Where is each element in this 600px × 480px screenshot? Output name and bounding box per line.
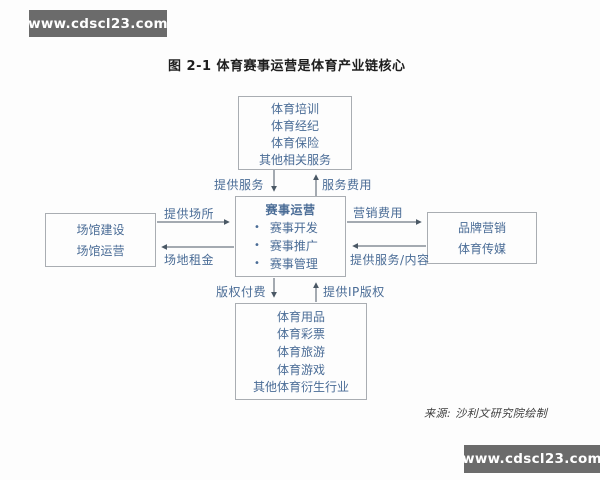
related-services-box: 体育培训 体育经纪 体育保险 其他相关服务: [238, 96, 352, 170]
label-service-fee: 服务费用: [322, 178, 373, 192]
watermark-badge-bottom: www.cdscl23.com: [462, 445, 600, 473]
label-provide-ip: 提供IP版权: [323, 285, 385, 299]
watermark-badge-top: www.cdscl23.com: [28, 10, 168, 37]
bullet-icon: •: [254, 257, 260, 269]
box-item: 其他相关服务: [258, 153, 331, 167]
bullet-icon: •: [254, 239, 260, 251]
box-item-label: 赛事开发: [269, 221, 318, 235]
source-note: 来源: 沙利文研究院绘制: [424, 407, 548, 420]
box-item: • 赛事开发: [238, 219, 343, 236]
label-venue-rent: 场地租金: [164, 253, 215, 267]
box-item: • 赛事推广: [238, 237, 343, 254]
box-item: 体育传媒: [457, 241, 506, 256]
box-item: 体育用品: [276, 309, 325, 324]
box-item: • 赛事管理: [238, 255, 343, 272]
marketing-media-box: 品牌营销 体育传媒: [427, 212, 537, 264]
derivative-industries-box: 体育用品 体育彩票 体育旅游 体育游戏 其他体育衍生行业: [235, 303, 367, 400]
event-operation-title: 赛事运营: [265, 203, 316, 217]
box-item: 体育经纪: [270, 119, 319, 133]
label-provide-service-content: 提供服务/内容: [350, 253, 430, 267]
watermark-text: www.cdscl23.com: [462, 451, 600, 467]
label-marketing-fee: 营销费用: [353, 206, 404, 220]
box-item: 体育培训: [270, 102, 319, 116]
box-item: 场馆建设: [76, 223, 125, 237]
box-item: 场馆运营: [76, 244, 125, 258]
box-item-label: 赛事管理: [269, 257, 318, 271]
box-item: 体育保险: [270, 136, 319, 150]
figure-title: 图 2-1 体育赛事运营是体育产业链核心: [168, 59, 406, 74]
label-copyright-fee: 版权付费: [216, 285, 267, 299]
venue-box: 场馆建设 场馆运营: [45, 213, 156, 267]
event-operation-box: 赛事运营 • 赛事开发 • 赛事推广 • 赛事管理: [235, 196, 346, 277]
box-item: 其他体育衍生行业: [252, 380, 349, 395]
box-item: 体育旅游: [276, 344, 325, 359]
box-item: 体育游戏: [276, 362, 325, 377]
watermark-text: www.cdscl23.com: [28, 15, 168, 32]
box-item: 体育彩票: [276, 327, 325, 342]
label-provide-venue: 提供场所: [164, 207, 215, 221]
bullet-icon: •: [254, 221, 260, 233]
box-item: 品牌营销: [457, 221, 506, 236]
label-provide-service: 提供服务: [214, 178, 265, 192]
box-item-label: 赛事推广: [269, 239, 318, 253]
